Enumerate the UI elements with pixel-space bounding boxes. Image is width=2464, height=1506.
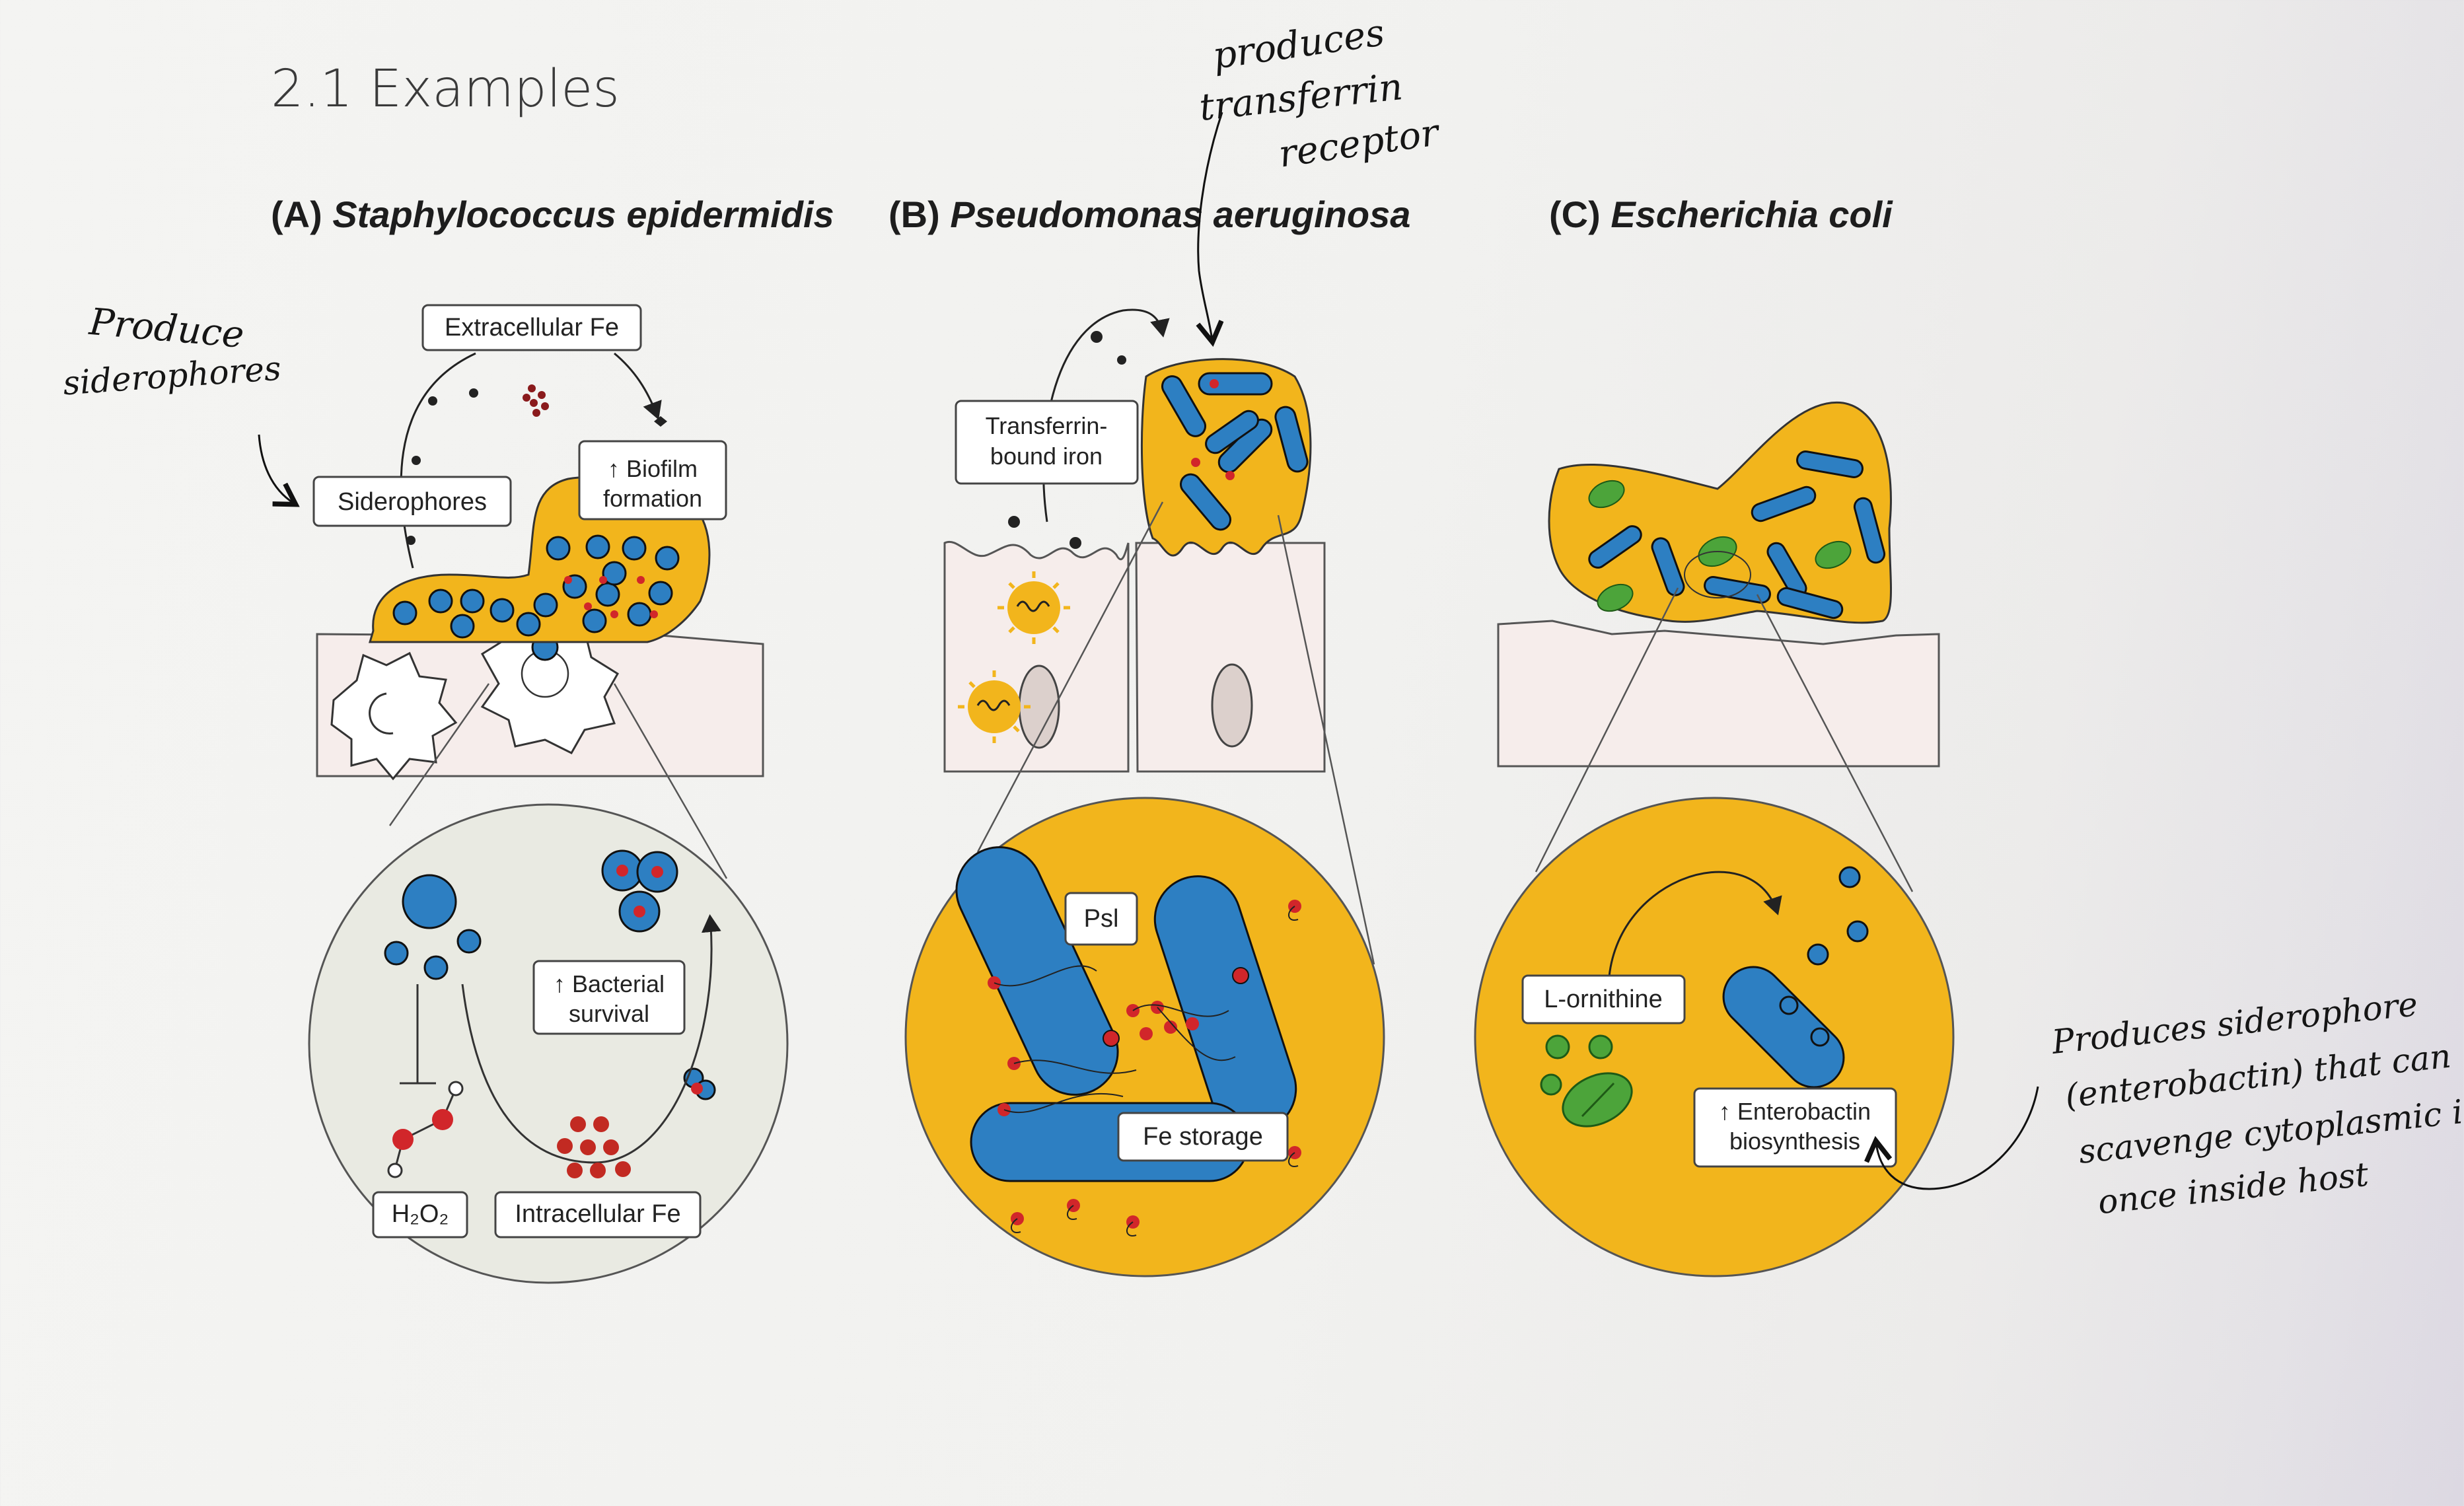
intracellular-fe-box: Intracellular Fe: [494, 1191, 702, 1238]
panel-a-title: (A) Staphylococcus epidermidis: [271, 193, 834, 236]
bacterial-survival-label-2: survival: [569, 1000, 649, 1027]
transferrin-label-1: Transferrin-: [986, 412, 1108, 439]
biofilm-formation-box: ↑ Biofilm formation: [578, 440, 727, 520]
psl-box: Psl: [1064, 892, 1138, 946]
panel-a-organism: Staphylococcus epidermidis: [332, 194, 834, 235]
handwritten-arrow-a: [258, 434, 294, 503]
rod-bacteria-b: [1161, 372, 1309, 531]
l-ornithine-box: L-ornithine: [1521, 974, 1686, 1024]
panel-b: Transferrin- bound iron: [904, 308, 1385, 1277]
virus-b2: [958, 670, 1031, 743]
host-cell-a1: [330, 651, 458, 781]
panel-b-organism: Pseudomonas aeruginosa: [950, 194, 1411, 235]
fe-storage-label: Fe storage: [1143, 1123, 1263, 1151]
transferrin-box: Transferrin- bound iron: [955, 400, 1139, 485]
enterobactin-box: ↑ Enterobactin biosynthesis: [1693, 1087, 1897, 1168]
panel-b-title: (B) Pseudomonas aeruginosa: [888, 193, 1410, 236]
panel-c-organism: Escherichia coli: [1611, 194, 1893, 235]
l-ornithine-label: L-ornithine: [1544, 986, 1663, 1013]
rod-bacteria-c: [1588, 450, 1886, 620]
panel-a: Extracellular Fe Siderophores ↑ Biofilm …: [308, 304, 789, 1284]
biofilm-label-1: ↑ Biofilm: [608, 455, 698, 482]
bacterial-survival-box: ↑ Bacterial survival: [532, 960, 686, 1035]
enterobactin-label-2: biosynthesis: [1729, 1128, 1860, 1155]
nucleus-b2: [1211, 663, 1253, 748]
inset-c: [1474, 797, 1955, 1277]
epithelium-c: [1497, 620, 1940, 768]
bacterial-survival-label-1: ↑ Bacterial: [554, 970, 665, 997]
extracellular-fe-box: Extracellular Fe: [421, 304, 642, 351]
virus-b1: [997, 571, 1070, 644]
h2o2-box: H₂O₂: [372, 1191, 468, 1238]
transferrin-label-2: bound iron: [990, 443, 1103, 470]
h2o2-label: H₂O₂: [392, 1200, 449, 1228]
panel-a-letter: (A): [271, 194, 322, 235]
intracellular-fe-label: Intracellular Fe: [515, 1200, 680, 1228]
panel-c-title: (C) Escherichia coli: [1549, 193, 1893, 236]
psl-label: Psl: [1084, 905, 1119, 933]
slide-title: 2.1 Examples: [271, 59, 620, 119]
biofilm-bacteria-a: [392, 534, 680, 639]
handwritten-arrow-b: [1198, 112, 1222, 340]
panel-c-letter: (C): [1549, 194, 1601, 235]
fe-storage-box: Fe storage: [1117, 1112, 1289, 1162]
green-cells-c: [1588, 480, 1852, 612]
panel-b-letter: (B): [888, 194, 940, 235]
siderophores-label: Siderophores: [338, 488, 487, 516]
biofilm-label-2: formation: [603, 485, 702, 512]
enterobactin-label-1: ↑ Enterobactin: [1719, 1098, 1871, 1125]
extracellular-fe-label: Extracellular Fe: [445, 314, 619, 341]
siderophores-box: Siderophores: [312, 476, 512, 527]
handwritten-arrow-c: [1876, 1086, 2039, 1190]
panel-c: L-ornithine ↑ Enterobactin biosynthesis: [1474, 401, 1955, 1277]
